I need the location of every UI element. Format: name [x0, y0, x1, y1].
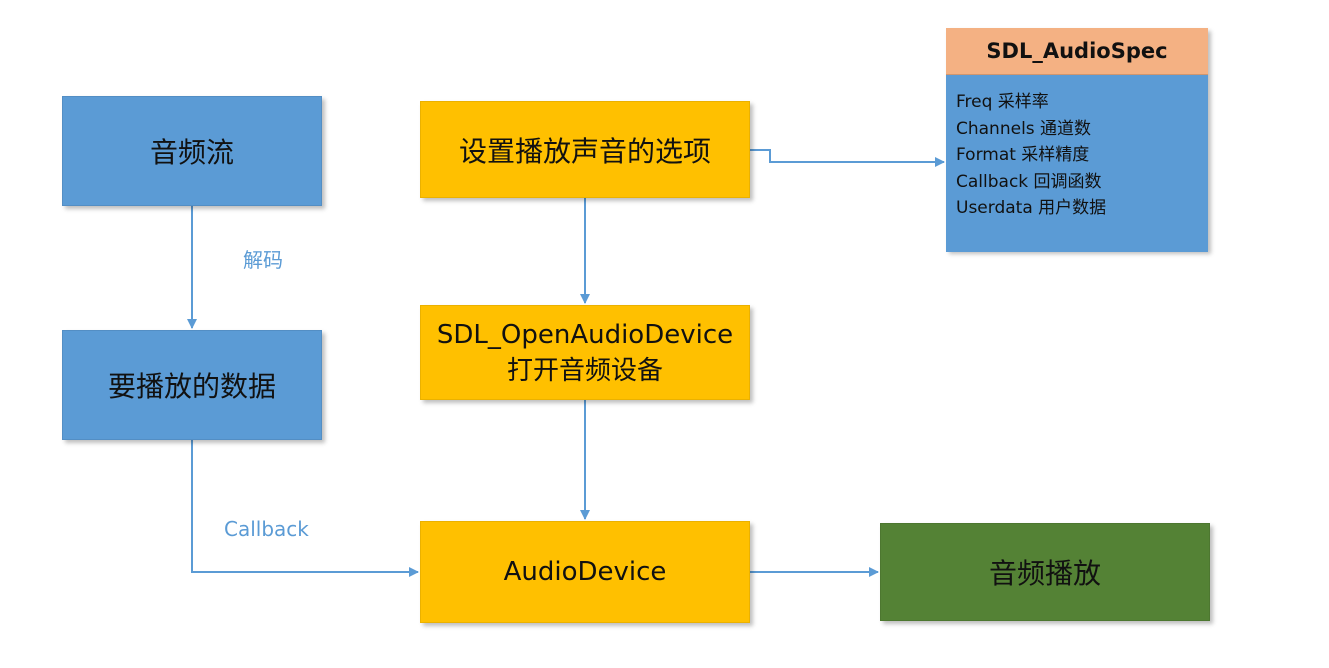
callback-edge-label: Callback	[224, 517, 309, 541]
spec-field-freq: Freq 采样率	[956, 92, 1049, 112]
spec-field-callback: Callback 回调函数	[956, 171, 1102, 192]
play-data-label: 要播放的数据	[107, 370, 276, 403]
audio-spec-node: SDL_AudioSpec Freq 采样率 Channels 通道数 Form…	[946, 28, 1208, 252]
audio-device-node: AudioDevice	[420, 521, 750, 623]
spec-field-channels: Channels 通道数	[956, 118, 1092, 139]
audio-stream-node: 音频流	[62, 96, 322, 206]
open-device-label: 打开音频设备	[506, 355, 663, 386]
open-device-function: SDL_OpenAudioDevice	[436, 319, 734, 350]
playback-label: 音频播放	[988, 557, 1101, 590]
decode-edge-label: 解码	[243, 248, 283, 272]
audio-device-label: AudioDevice	[503, 557, 667, 587]
set-options-label: 设置播放声音的选项	[458, 134, 711, 168]
spec-field-format: Format 采样精度	[956, 145, 1090, 165]
spec-field-userdata: Userdata 用户数据	[956, 198, 1107, 218]
playback-node: 音频播放	[880, 523, 1210, 621]
arrow-data-to-device	[191, 440, 419, 577]
play-data-node: 要播放的数据	[62, 330, 322, 440]
audio-stream-label: 音频流	[149, 136, 234, 169]
arrow-options-to-spec	[750, 149, 945, 167]
audio-spec-fields: Freq 采样率 Channels 通道数 Format 采样精度 Callba…	[946, 75, 1208, 252]
open-device-node: SDL_OpenAudioDevice 打开音频设备	[420, 305, 750, 400]
audio-spec-title: SDL_AudioSpec	[946, 28, 1208, 75]
set-options-node: 设置播放声音的选项	[420, 101, 750, 198]
